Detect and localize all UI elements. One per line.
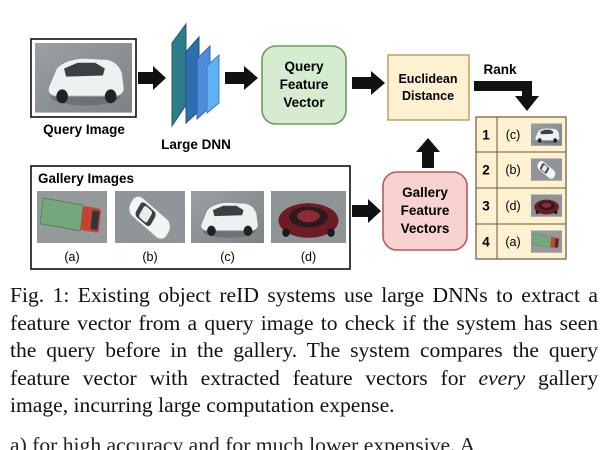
gallery-thumbnail-tag: (d) xyxy=(301,250,316,264)
caption-lead: Fig. 1: Existing object reID systems use… xyxy=(10,283,598,390)
euclidean-distance-box: Euclidean Distance xyxy=(387,54,470,121)
ranking-row: 1 (c) xyxy=(482,123,563,146)
gallery-thumbnail: (c) xyxy=(190,190,265,264)
gallery-feature-vectors-line-3: Vectors xyxy=(401,221,450,236)
euclidean-line-1: Euclidean xyxy=(398,72,457,86)
euclidean-line-2: Distance xyxy=(402,89,454,103)
rank-tag: (b) xyxy=(505,163,520,177)
query-image xyxy=(30,38,137,118)
ranking-table: 1 (c) 2 (b) 3 (d) 4 (a) xyxy=(475,116,567,260)
ranking-row: 3 (d) xyxy=(482,194,562,217)
caption-emphasis: every xyxy=(478,365,526,390)
up-arrow-icon xyxy=(416,138,440,168)
query-feature-vector-line-1: Query xyxy=(284,59,324,74)
large-dnn-label: Large DNN xyxy=(161,137,231,152)
rank-thumbnail xyxy=(530,123,563,146)
gallery-thumbnail: (b) xyxy=(114,190,186,264)
rank-number: 3 xyxy=(482,199,490,214)
gallery-thumbnail-tag: (c) xyxy=(220,250,235,264)
figure-caption: Fig. 1: Existing object reID systems use… xyxy=(10,282,598,420)
elbow-arrow-icon xyxy=(474,81,539,111)
caption-tail: gallery image, incurring large computati… xyxy=(10,365,598,418)
rank-label: Rank xyxy=(483,62,517,77)
query-image-label: Query Image xyxy=(43,122,125,137)
gallery-images-label: Gallery Images xyxy=(38,171,134,186)
rank-tag: (a) xyxy=(505,235,520,249)
gallery-feature-vectors-box: Gallery Feature Vectors xyxy=(382,171,468,251)
query-feature-vector-line-2: Feature xyxy=(280,77,329,92)
next-paragraph-cutoff: a) for high accuracy and for much lower … xyxy=(10,433,476,450)
rank-thumbnail xyxy=(530,158,563,181)
rank-tag: (c) xyxy=(506,128,521,142)
query-feature-vector-line-3: Vector xyxy=(283,95,325,110)
rank-number: 4 xyxy=(482,235,490,250)
query-feature-vector-box: Query Feature Vector xyxy=(261,45,347,125)
gallery-thumbnail-tag: (a) xyxy=(64,250,79,264)
arrow-icon xyxy=(225,66,258,90)
gallery-feature-vectors-line-1: Gallery xyxy=(402,185,448,200)
rank-number: 1 xyxy=(482,128,490,143)
arrow-icon xyxy=(352,71,385,95)
rank-thumbnail xyxy=(530,230,563,253)
ranking-row: 2 (b) xyxy=(482,158,563,181)
large-dnn-icon xyxy=(171,22,220,128)
arrow-icon xyxy=(138,66,166,90)
gallery-thumbnail: (a) xyxy=(36,190,108,264)
arrow-icon xyxy=(352,199,381,223)
rank-number: 2 xyxy=(482,163,490,178)
ranking-row: 4 (a) xyxy=(482,230,563,253)
gallery-thumbnail-tag: (b) xyxy=(142,250,157,264)
gallery-images-panel: Gallery Images (a) (b) (c) (d) xyxy=(30,165,351,270)
rank-thumbnail xyxy=(531,194,562,217)
rank-tag: (d) xyxy=(505,199,520,213)
gallery-thumbnail: (d) xyxy=(271,191,346,264)
gallery-feature-vectors-line-2: Feature xyxy=(401,203,450,218)
pipeline-figure: Query Image Large DNN Query Feature Vect… xyxy=(30,22,567,270)
